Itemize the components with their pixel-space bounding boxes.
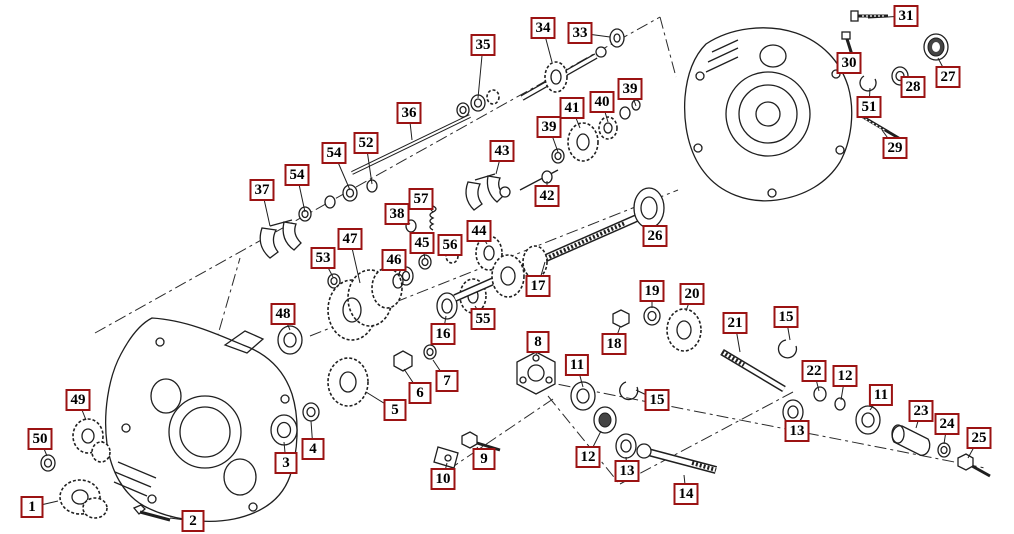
front-output-shaft [720,339,881,435]
callout-8: 8 [526,331,550,353]
callout-13-b: 13 [614,460,640,482]
reverse-gear-set [551,99,641,164]
callout-36: 36 [396,102,422,124]
callout-57: 57 [408,188,434,210]
callout-46: 46 [381,249,407,271]
callout-53: 53 [310,247,336,269]
callout-20: 20 [679,283,705,305]
callout-25: 25 [966,427,992,449]
callout-28: 28 [900,76,926,98]
callout-35: 35 [470,34,496,56]
callout-29: 29 [882,137,908,159]
callout-10: 10 [430,468,456,490]
callout-38: 38 [384,203,410,225]
callout-5: 5 [383,399,407,421]
callout-3: 3 [274,452,298,474]
idler-gears [40,418,171,522]
callout-30: 30 [836,52,862,74]
callout-37: 37 [249,179,275,201]
gear-20-set [612,306,702,352]
callout-33: 33 [567,22,593,44]
callout-50: 50 [27,428,53,450]
mainshaft-assembly [453,187,665,302]
callout-39-b: 39 [536,116,562,138]
gear-cluster-47 [327,267,404,341]
callout-12: 12 [832,365,858,387]
bearing-26 [633,187,665,229]
callout-21: 21 [722,312,748,334]
callout-23: 23 [908,400,934,422]
callout-47: 47 [337,228,363,250]
callout-11-b: 11 [868,384,894,406]
callout-9: 9 [472,448,496,470]
shift-fork-43 [465,169,559,211]
shift-rod [351,114,471,175]
callout-22: 22 [801,360,827,382]
callout-6: 6 [408,382,432,404]
bolt-and-bracket [433,431,501,469]
case-fasteners [841,10,949,142]
gear-5-and-fasteners [327,344,437,407]
callout-17: 17 [525,275,551,297]
callout-31: 31 [893,5,919,27]
shift-fork-37 [259,219,302,259]
construction-lines [94,16,986,485]
callout-52: 52 [353,132,379,154]
right-crankcase-half [683,27,853,202]
callout-12-b: 12 [575,446,601,468]
callout-56: 56 [437,234,463,256]
callout-48: 48 [270,303,296,325]
bearing-seal-set-left [570,381,639,459]
callout-51: 51 [856,96,882,118]
callout-26: 26 [642,225,668,247]
coupler-assembly [891,424,991,478]
circlip-15b [619,381,639,401]
callout-43: 43 [489,140,515,162]
callout-19: 19 [639,280,665,302]
callout-15: 15 [773,306,799,328]
callout-2: 2 [181,510,205,532]
rear-output-shaft [636,443,718,474]
callout-34: 34 [530,17,556,39]
callout-18: 18 [601,333,627,355]
callout-15-b: 15 [644,389,670,411]
callout-1: 1 [20,496,44,518]
callout-54: 54 [321,142,347,164]
callout-42: 42 [534,185,560,207]
callout-16: 16 [430,323,456,345]
callout-55: 55 [470,308,496,330]
callout-45: 45 [409,232,435,254]
callout-39: 39 [617,78,643,100]
callout-54-b: 54 [284,164,310,186]
input-gear-shaft [456,28,625,118]
callout-40: 40 [589,91,615,113]
callout-41: 41 [559,97,585,119]
left-crankcase-half [105,317,298,522]
callout-49: 49 [65,389,91,411]
callout-4: 4 [301,438,325,460]
callout-14: 14 [673,483,699,505]
snap-rings-and-spacers [298,179,459,289]
callout-13: 13 [784,420,810,442]
callout-27: 27 [935,66,961,88]
callout-44: 44 [466,220,492,242]
callout-7: 7 [435,370,459,392]
callout-11: 11 [564,354,590,376]
callout-24: 24 [934,413,960,435]
output-flange [516,351,556,395]
